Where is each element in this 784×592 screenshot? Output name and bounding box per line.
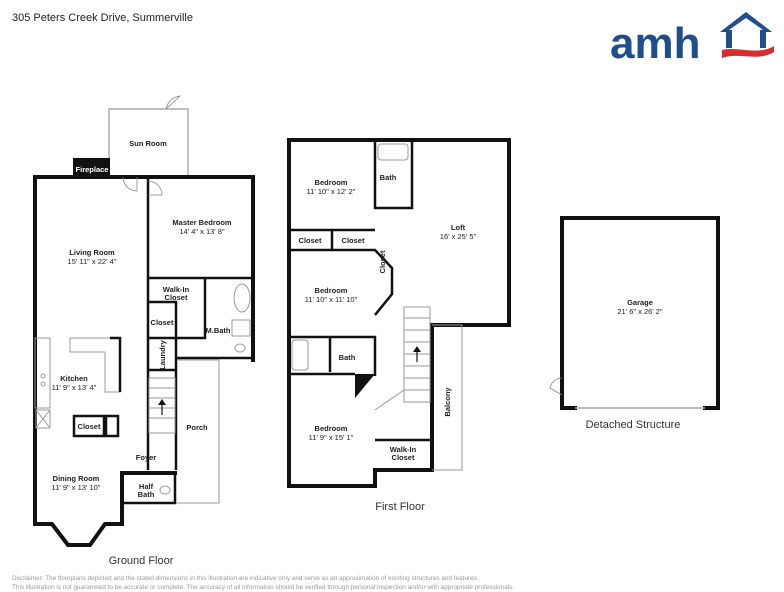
floor-label-ground: Ground Floor bbox=[109, 555, 174, 567]
logo-swoosh bbox=[722, 46, 774, 58]
room-label: Living Room bbox=[69, 248, 115, 257]
first-floor-stairs bbox=[374, 306, 431, 411]
room-label: Foyer bbox=[136, 453, 157, 462]
toilet bbox=[159, 485, 171, 495]
garage-door bbox=[549, 377, 563, 396]
stairs-up-arrow-icon bbox=[158, 399, 166, 405]
detached-plan bbox=[549, 216, 720, 410]
room-dims: 11' 9" x 13' 4" bbox=[52, 383, 97, 392]
porch-outline bbox=[176, 359, 220, 504]
room-label: Half bbox=[139, 482, 154, 491]
room-dims: 11' 9" x 15' 1" bbox=[309, 433, 354, 442]
room-label: Loft bbox=[451, 223, 466, 232]
room-label: Sun Room bbox=[129, 139, 167, 148]
room-label: Porch bbox=[186, 423, 208, 432]
logo-text: amh bbox=[610, 19, 700, 64]
bathtub bbox=[377, 143, 409, 161]
ground-stairs bbox=[148, 377, 176, 434]
house-roof-icon bbox=[720, 12, 772, 48]
room-label: Master Bedroom bbox=[172, 218, 232, 227]
room-label: Dining Room bbox=[53, 474, 100, 483]
chase-block bbox=[355, 374, 375, 398]
room-label: Closet bbox=[151, 318, 174, 327]
living-room-door bbox=[122, 176, 138, 192]
floor-label-first: First Floor bbox=[375, 501, 425, 513]
balcony-outline bbox=[432, 324, 463, 471]
floor-label-detached: Detached Structure bbox=[586, 419, 681, 431]
room-label: Kitchen bbox=[60, 374, 88, 383]
disclaimer-line-1: Disclaimer: The floorplans depicted and … bbox=[12, 575, 479, 582]
room-dims: 16' x 25' 5" bbox=[440, 232, 477, 241]
kitchen-counter bbox=[34, 337, 51, 409]
property-address: 305 Peters Creek Drive, Summerville bbox=[12, 12, 193, 24]
master-bedroom-door bbox=[147, 180, 163, 196]
room-dims: 11' 10" x 11' 10" bbox=[305, 295, 358, 304]
first-floor-plan bbox=[287, 138, 511, 488]
room-dims: 14' 4" x 13' 8" bbox=[179, 227, 225, 236]
kitchen-closet bbox=[72, 414, 106, 438]
fireplace bbox=[73, 158, 110, 176]
disclaimer: Disclaimer: The floorplans depicted and … bbox=[12, 574, 772, 592]
room-label: Bath bbox=[138, 490, 155, 499]
room-label: Closet bbox=[392, 453, 415, 462]
kitchen-closet-small bbox=[104, 414, 120, 438]
room-label: Closet bbox=[378, 250, 387, 273]
bathtub bbox=[233, 283, 251, 313]
sun-room-door bbox=[165, 95, 182, 110]
room-label: Bedroom bbox=[315, 424, 348, 433]
room-label: Walk-In bbox=[163, 285, 190, 294]
room-label: Closet bbox=[299, 236, 322, 245]
room-dims: 11' 9" x 13' 10" bbox=[52, 483, 101, 492]
room-label: Balcony bbox=[443, 387, 452, 417]
room-dims: 11' 10" x 12' 2" bbox=[307, 187, 356, 196]
room-label: Closet bbox=[165, 293, 188, 302]
room-label: Bedroom bbox=[315, 178, 348, 187]
bathtub bbox=[291, 339, 309, 371]
room-label: Closet bbox=[342, 236, 365, 245]
stairs-up-arrow-icon bbox=[413, 346, 421, 352]
room-label: Bedroom bbox=[315, 286, 348, 295]
room-label: Laundry bbox=[158, 339, 167, 369]
shower bbox=[231, 319, 251, 337]
room-label: M.Bath bbox=[206, 326, 231, 335]
room-dims: 15' 11" x 22' 4" bbox=[68, 257, 117, 266]
room-label: Bath bbox=[339, 353, 356, 362]
amh-logo: amh bbox=[610, 12, 774, 64]
room-label: Garage bbox=[627, 298, 653, 307]
room-label: Bath bbox=[380, 173, 397, 182]
ground-floor-plan bbox=[33, 95, 255, 547]
toilet bbox=[234, 343, 246, 353]
room-label: Walk-In bbox=[390, 445, 417, 454]
room-label: Closet bbox=[78, 422, 101, 431]
room-label: Fireplace bbox=[76, 165, 109, 174]
room-dims: 21' 6" x 26' 2" bbox=[617, 307, 663, 316]
